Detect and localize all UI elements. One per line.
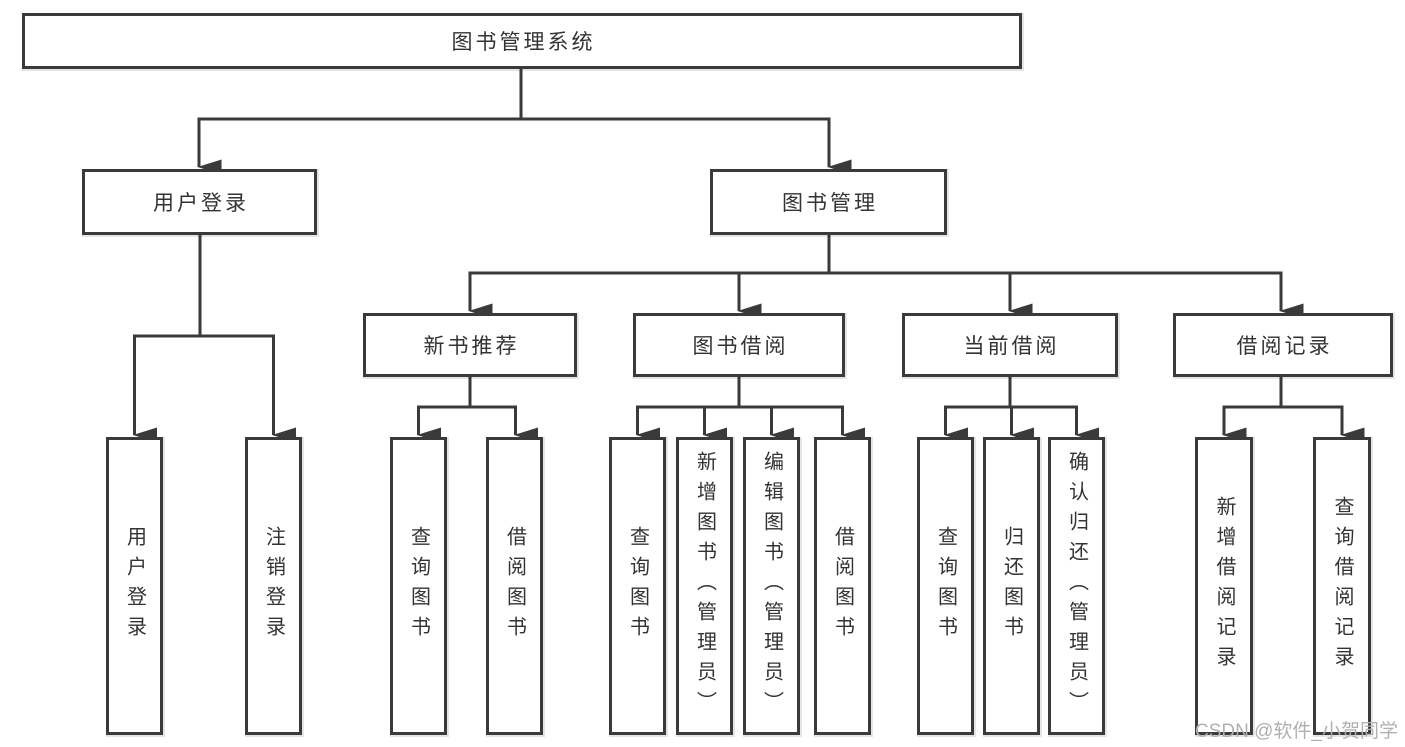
leaf-recommend-query-book: 查询图书	[390, 437, 447, 735]
node-label: 图书管理	[782, 192, 878, 215]
node-label: 查询图书	[626, 526, 649, 646]
leaf-recommend-borrow-book: 借阅图书	[486, 437, 543, 735]
node-label: 编辑图书（管理员）	[760, 451, 783, 721]
leaf-edit-book-admin: 编辑图书（管理员）	[743, 437, 800, 735]
csdn-watermark: CSDN @软件_小贺同学	[1195, 721, 1398, 742]
node-label: 图书管理系统	[451, 31, 596, 54]
leaf-current-query-book: 查询图书	[917, 437, 974, 735]
leaf-logout: 注销登录	[245, 437, 302, 735]
node-label: 归还图书	[1000, 526, 1023, 646]
node-library-management-system: 图书管理系统	[22, 13, 1022, 69]
node-current-borrow: 当前借阅	[902, 313, 1118, 377]
leaf-borrow-book: 借阅图书	[814, 437, 871, 735]
node-label: 用户登录	[153, 192, 249, 215]
node-new-book-recommend: 新书推荐	[363, 313, 577, 377]
node-label: 注销登录	[262, 526, 285, 646]
leaf-user-login: 用户登录	[106, 437, 163, 735]
leaf-borrow-query-book: 查询图书	[609, 437, 666, 735]
node-label: 查询图书	[407, 526, 430, 646]
node-label: 查询借阅记录	[1331, 496, 1353, 676]
node-label: 查询图书	[934, 526, 957, 646]
node-label: 用户登录	[123, 526, 146, 646]
leaf-return-book: 归还图书	[983, 437, 1040, 735]
node-book-borrow: 图书借阅	[633, 313, 845, 377]
node-label: 新书推荐	[423, 335, 520, 358]
node-label: 借阅图书	[831, 526, 854, 646]
node-label: 当前借阅	[963, 335, 1060, 358]
node-label: 确认归还（管理员）	[1065, 451, 1088, 721]
node-label: 新增借阅记录	[1213, 496, 1235, 676]
node-borrow-record: 借阅记录	[1173, 313, 1393, 377]
leaf-add-book-admin: 新增图书（管理员）	[676, 437, 733, 735]
node-label: 图书借阅	[692, 335, 789, 358]
node-label: 借阅记录	[1236, 335, 1333, 358]
leaf-confirm-return-admin: 确认归还（管理员）	[1048, 437, 1105, 735]
leaf-query-borrow-record: 查询借阅记录	[1313, 437, 1371, 735]
node-label: 新增图书（管理员）	[693, 451, 716, 721]
node-user-login: 用户登录	[82, 169, 317, 235]
node-book-management: 图书管理	[710, 169, 947, 235]
node-label: 借阅图书	[503, 526, 526, 646]
leaf-add-borrow-record: 新增借阅记录	[1195, 437, 1253, 735]
